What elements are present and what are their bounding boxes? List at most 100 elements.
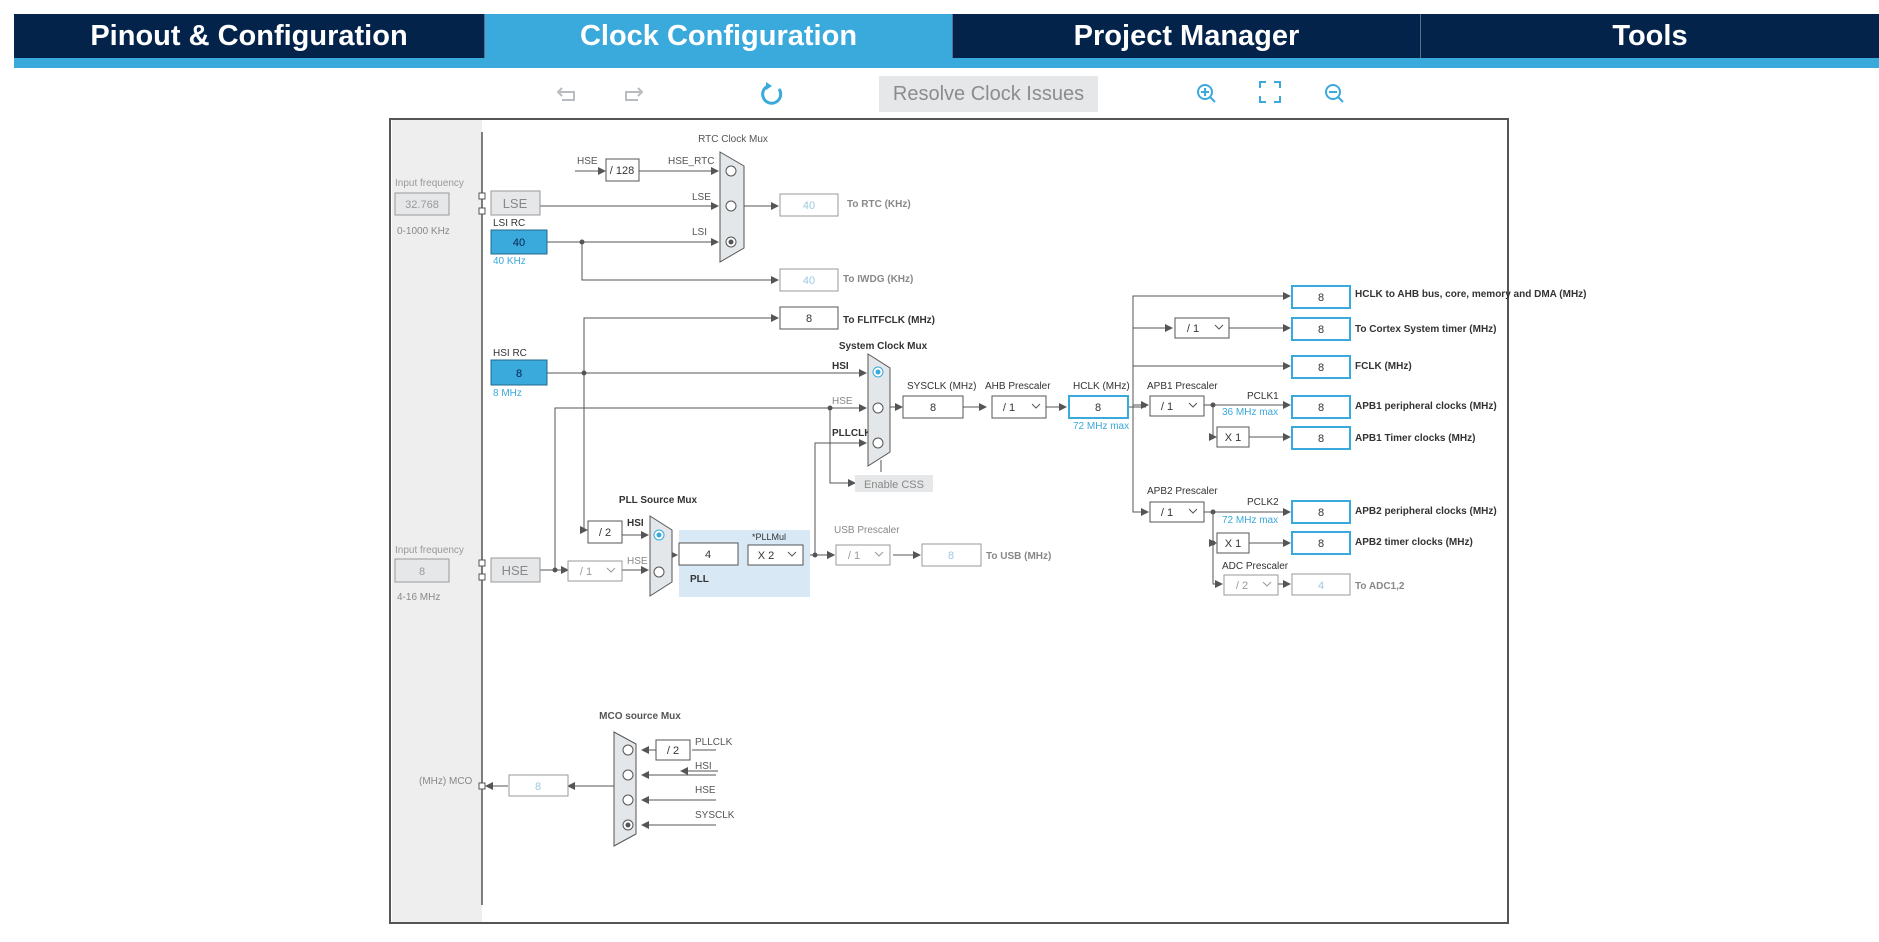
rtc-hse-in: HSE [577,156,598,167]
fclk-output-value: 8 [1318,362,1324,374]
lse-freq-input[interactable] [394,192,450,216]
zoom-out-button[interactable] [1316,78,1352,108]
pll-multiplier-select[interactable] [747,544,804,566]
cortex-timer-output[interactable] [1291,317,1351,341]
hclk-ahb-output[interactable] [1291,285,1351,309]
cortex-timer-output-value: 8 [1318,324,1324,336]
adc-prescaler-select[interactable] [1223,574,1279,596]
mco-pllclk-divider-value: / 2 [667,745,679,757]
bus-connectors [478,192,486,790]
lsi-block[interactable] [490,229,548,255]
chevron-down-icon [787,551,797,557]
apb2-peripheral-output-value: 8 [1318,507,1324,519]
pll-hsi-divider-value: / 2 [599,527,611,539]
apb1-timer-multiplier-value: X 1 [1225,432,1242,444]
redo-button[interactable] [614,78,650,108]
apb2-peripheral-output[interactable] [1291,500,1351,524]
resolve-clock-issues-button[interactable]: Resolve Clock Issues [879,76,1098,112]
undo-icon [556,87,575,101]
apb1-prescaler-select[interactable] [1149,395,1205,417]
rtc-mux-option-hse[interactable] [725,165,737,177]
usb-prescaler-select[interactable] [835,544,891,566]
pll-hsi-label: HSI [627,518,644,529]
sysmux-option-pllclk[interactable] [872,437,884,449]
system-clock-mux-title: System Clock Mux [839,341,928,352]
tab-clock-configuration[interactable]: Clock Configuration [485,14,952,58]
chevron-down-icon [606,567,616,573]
pll-source-selected-dot [656,532,662,538]
hse-label: HSE [502,563,529,578]
rtc-hse-divider[interactable] [605,158,640,182]
cortex-divider-value: / 1 [1187,323,1199,335]
apb1-prescaler-label: APB1 Prescaler [1147,381,1218,392]
pll-hse-divider-select[interactable] [567,560,623,582]
hsi-block[interactable] [490,359,548,386]
refresh-icon [761,82,783,105]
tab-tools[interactable]: Tools [1612,20,1688,52]
apb2-timer-output[interactable] [1291,531,1351,555]
fit-screen-button[interactable] [1252,78,1288,108]
mco-wiring [641,746,716,829]
apb1-max: 36 MHz max [1222,407,1278,418]
hse-freq-input[interactable] [394,558,450,583]
sysmux-selected-dot [875,369,881,375]
cortex-timer-output-label: To Cortex System timer (MHz) [1355,324,1497,335]
lse-block[interactable] [490,190,541,216]
hclk-input[interactable] [1068,395,1129,419]
undo-button[interactable] [550,78,586,108]
mco-pllclk-label: PLLCLK [695,737,733,748]
enable-css-label: Enable CSS [864,479,924,491]
hse-block[interactable] [490,557,541,583]
pll-source-option-hse[interactable] [653,566,665,578]
rtc-lsi-in: LSI [692,227,707,238]
iwdg-output-box [779,268,839,292]
rtc-mux-option-lse[interactable] [725,200,737,212]
enable-css-button[interactable] [855,475,933,492]
chevron-down-icon [874,551,884,557]
apb2-prescaler-select[interactable] [1149,501,1205,523]
chevron-down-icon [1214,324,1224,330]
hclk-ahb-output-label: HCLK to AHB bus, core, memory and DMA (M… [1355,289,1587,300]
ahb-prescaler-select[interactable] [991,395,1047,419]
rtc-output-label: To RTC (KHz) [847,199,911,210]
mco-sysclk-label: SYSCLK [695,810,735,821]
mco-hse-label: HSE [695,785,716,796]
lsi-value: 40 [513,237,525,249]
pll-hse-label: HSE [627,556,648,567]
sysclk-value: 8 [930,402,936,414]
hse-range: 4-16 MHz [397,592,440,603]
sysmux-option-hse[interactable] [872,402,884,414]
tab-project-manager[interactable]: Project Manager [1073,20,1300,52]
redo-icon [625,87,644,101]
fit-screen-icon [1259,81,1281,103]
hsi-value: 8 [516,368,522,380]
apb1-peripheral-output[interactable] [1291,395,1351,419]
reset-clock-button[interactable] [754,78,790,108]
usb-output-value: 8 [948,550,954,562]
mco-option-pllclk[interactable] [622,744,634,756]
clock-tree-canvas [389,118,1509,924]
mco-option-hse[interactable] [622,794,634,806]
fclk-output-label: FCLK (MHz) [1355,361,1412,372]
main-tab-bar: Pinout & Configuration Clock Configurati… [14,14,1879,58]
pll-multiplier-value: X 2 [758,550,775,562]
apb1-timer-output[interactable] [1291,426,1351,450]
mco-option-hsi[interactable] [622,769,634,781]
zoom-in-button[interactable] [1188,78,1224,108]
hse-freq-caption: Input frequency [395,545,464,556]
tab-pinout-configuration[interactable]: Pinout & Configuration [90,20,408,52]
cortex-divider-select[interactable] [1174,317,1230,339]
rtc-output-box [779,193,839,217]
fclk-output[interactable] [1291,355,1351,379]
hclk-ahb-output-value: 8 [1318,292,1324,304]
ahb-prescaler-label: AHB Prescaler [985,381,1051,392]
lse-label: LSE [503,196,528,211]
wire-junctions [552,239,1216,573]
sysmux-hsi-label: HSI [832,361,849,372]
input-column [392,120,482,922]
adc-prescaler-value: / 2 [1236,580,1248,592]
sysclk-label: SYSCLK (MHz) [907,381,976,392]
usb-output-box [921,543,982,567]
adc-output-box [1291,573,1351,596]
